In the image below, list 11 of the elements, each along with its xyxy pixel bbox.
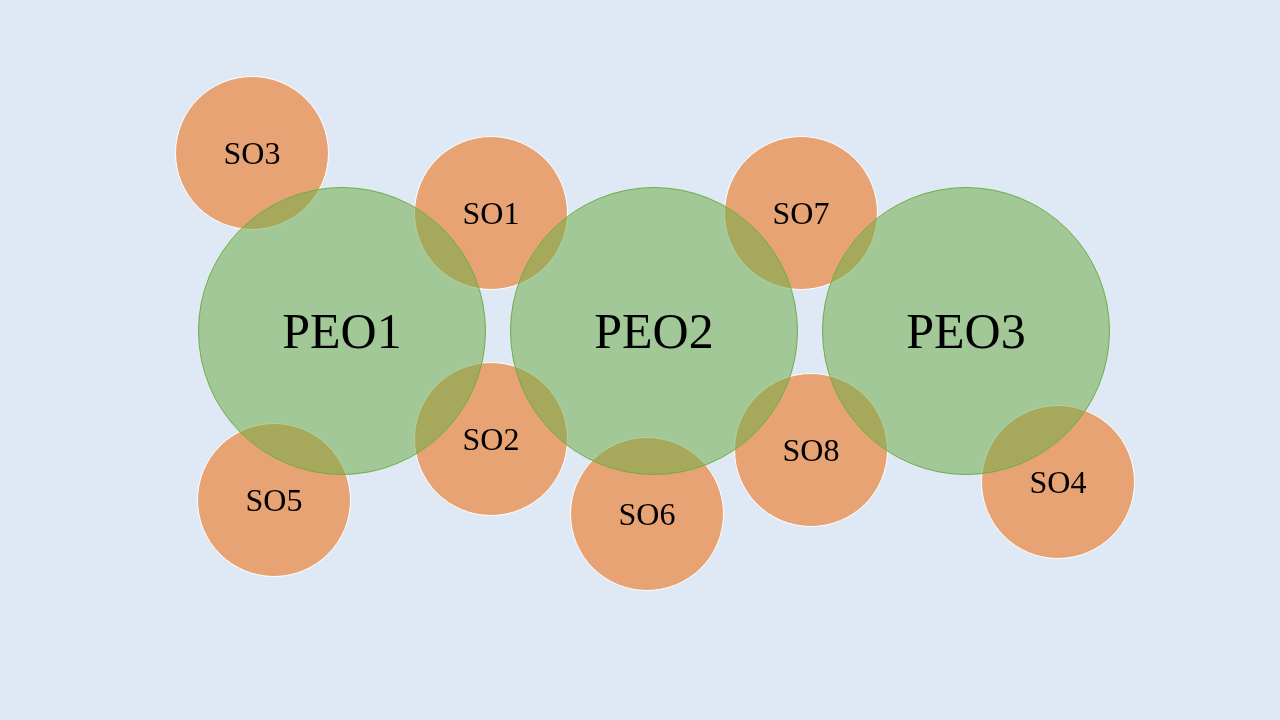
circle-label: SO4 <box>1029 466 1087 498</box>
circle-label: SO2 <box>462 423 520 455</box>
circle-label: PEO2 <box>594 306 714 356</box>
circle-label: SO1 <box>462 197 520 229</box>
circle-label: SO6 <box>618 498 676 530</box>
circle-label: SO8 <box>782 434 840 466</box>
circle-label: SO7 <box>772 197 830 229</box>
circle-label: SO3 <box>223 137 281 169</box>
circle-label: SO5 <box>245 484 303 516</box>
circle-label: PEO1 <box>282 306 402 356</box>
circle-label: PEO3 <box>906 306 1026 356</box>
